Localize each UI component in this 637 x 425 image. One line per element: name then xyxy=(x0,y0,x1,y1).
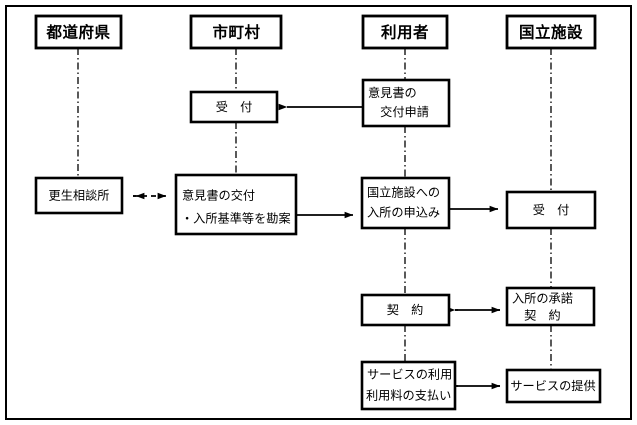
node-contract-user: 契 約 xyxy=(360,293,451,327)
node-rehabilitation-consultation-office-line-1: 更生相談所 xyxy=(49,188,110,203)
node-reception-facility-line-1: 受 付 xyxy=(533,203,570,217)
header-national-facility-label: 国立施設 xyxy=(519,23,583,42)
node-opinion-issue: 意見書の交付 ・入所基準等を勘案 xyxy=(174,173,298,236)
node-rehabilitation-consultation-office: 更生相談所 xyxy=(34,176,124,215)
node-service-use-payment-line-2: 利用料の支払い xyxy=(366,389,451,403)
header-municipality: 市町村 xyxy=(189,14,283,50)
node-reception-facility: 受 付 xyxy=(505,190,597,230)
node-contract-user-line-1: 契 約 xyxy=(387,302,424,317)
diagram-frame xyxy=(5,5,632,420)
node-opinion-issue-application-line-2: 交付申請 xyxy=(368,104,429,119)
node-opinion-issue-line-1: 意見書の交付 xyxy=(182,188,255,203)
node-admission-approval-contract: 入所の承諾 契 約 xyxy=(505,286,596,327)
node-service-provision-line-1: サービスの提供 xyxy=(510,378,595,393)
node-reception-municipality: 受 付 xyxy=(189,90,279,124)
header-municipality-label: 市町村 xyxy=(212,23,260,42)
node-opinion-issue-application: 意見書の 交付申請 xyxy=(361,78,451,128)
node-admission-approval-contract-line-1: 入所の承諾 xyxy=(512,291,573,306)
header-national-facility: 国立施設 xyxy=(505,14,597,50)
node-admission-application: 国立施設への 入所の申込み xyxy=(360,176,451,230)
node-admission-application-line-2: 入所の申込み xyxy=(367,206,440,220)
header-user: 利用者 xyxy=(361,14,449,50)
node-opinion-issue-application-line-1: 意見書の xyxy=(368,85,417,100)
header-prefecture-label: 都道府県 xyxy=(45,23,110,42)
header-prefecture: 都道府県 xyxy=(34,14,123,50)
node-admission-approval-contract-line-2: 契 約 xyxy=(512,308,561,323)
node-service-provision: サービスの提供 xyxy=(505,368,602,404)
header-user-label: 利用者 xyxy=(381,23,429,42)
node-service-use-payment: サービスの利用 利用料の支払い xyxy=(360,360,457,411)
node-service-use-payment-line-1: サービスの利用 xyxy=(367,368,452,382)
node-admission-application-line-1: 国立施設への xyxy=(367,185,440,200)
node-reception-municipality-line-1: 受 付 xyxy=(216,100,253,114)
node-opinion-issue-line-2: ・入所基準等を勘案 xyxy=(181,211,291,226)
